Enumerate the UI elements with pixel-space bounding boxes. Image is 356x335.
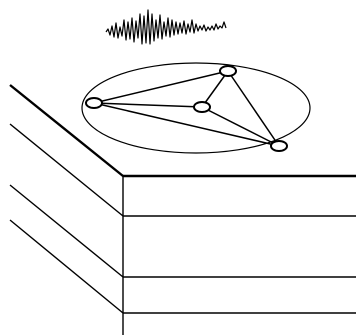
connection-1-4 bbox=[94, 103, 279, 146]
layer-1-side bbox=[10, 124, 123, 216]
station-3 bbox=[194, 102, 210, 112]
seismogram-waveform bbox=[106, 10, 226, 44]
station-1 bbox=[86, 98, 102, 108]
station-4 bbox=[271, 141, 287, 151]
layer-2-side bbox=[10, 185, 123, 277]
station-2 bbox=[220, 66, 236, 76]
layer-3-side bbox=[10, 220, 123, 313]
station-connections bbox=[94, 71, 279, 146]
connection-3-4 bbox=[202, 107, 279, 146]
connection-2-4 bbox=[228, 71, 279, 146]
ground-surface-diagonal bbox=[10, 85, 123, 176]
